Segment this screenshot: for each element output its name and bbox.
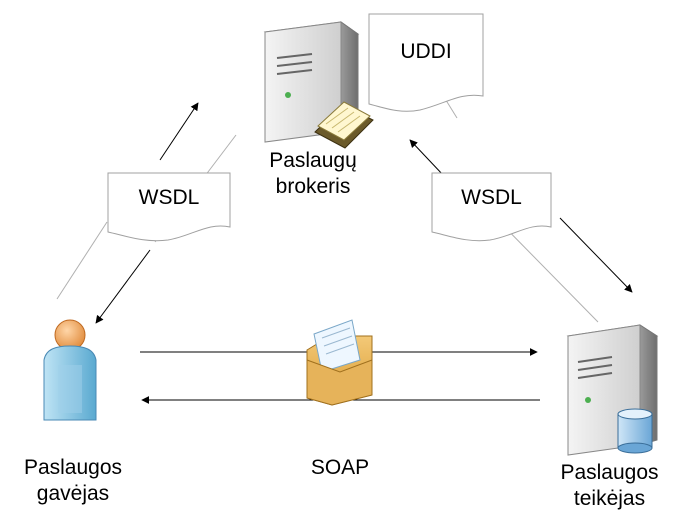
broker-label: Paslaugų brokeris	[269, 149, 357, 198]
wsdl-right-document	[431, 172, 552, 242]
arrow-broker-to-consumer	[95, 249, 151, 324]
provider-label: Paslaugos teikėjas	[560, 461, 659, 510]
uddi-document	[368, 13, 484, 112]
wsdl-left-document	[107, 172, 231, 242]
uddi-label: UDDI	[400, 40, 452, 63]
consumer-label: Paslaugos gavėjas	[23, 456, 123, 505]
soap-label: SOAP	[310, 456, 370, 479]
envelope-icon	[306, 319, 373, 406]
wsdl-right-label: WSDL	[461, 186, 522, 209]
arrow-broker-to-provider	[559, 217, 633, 293]
arrow-provider-to-broker	[409, 139, 445, 177]
server-with-database-icon	[566, 324, 659, 456]
server-with-document-icon	[263, 21, 374, 149]
arrow-consumer-to-broker	[159, 102, 199, 161]
wsdl-left-label: WSDL	[138, 186, 200, 209]
line-consumer-to-broker	[56, 221, 108, 300]
user-icon	[43, 319, 97, 421]
